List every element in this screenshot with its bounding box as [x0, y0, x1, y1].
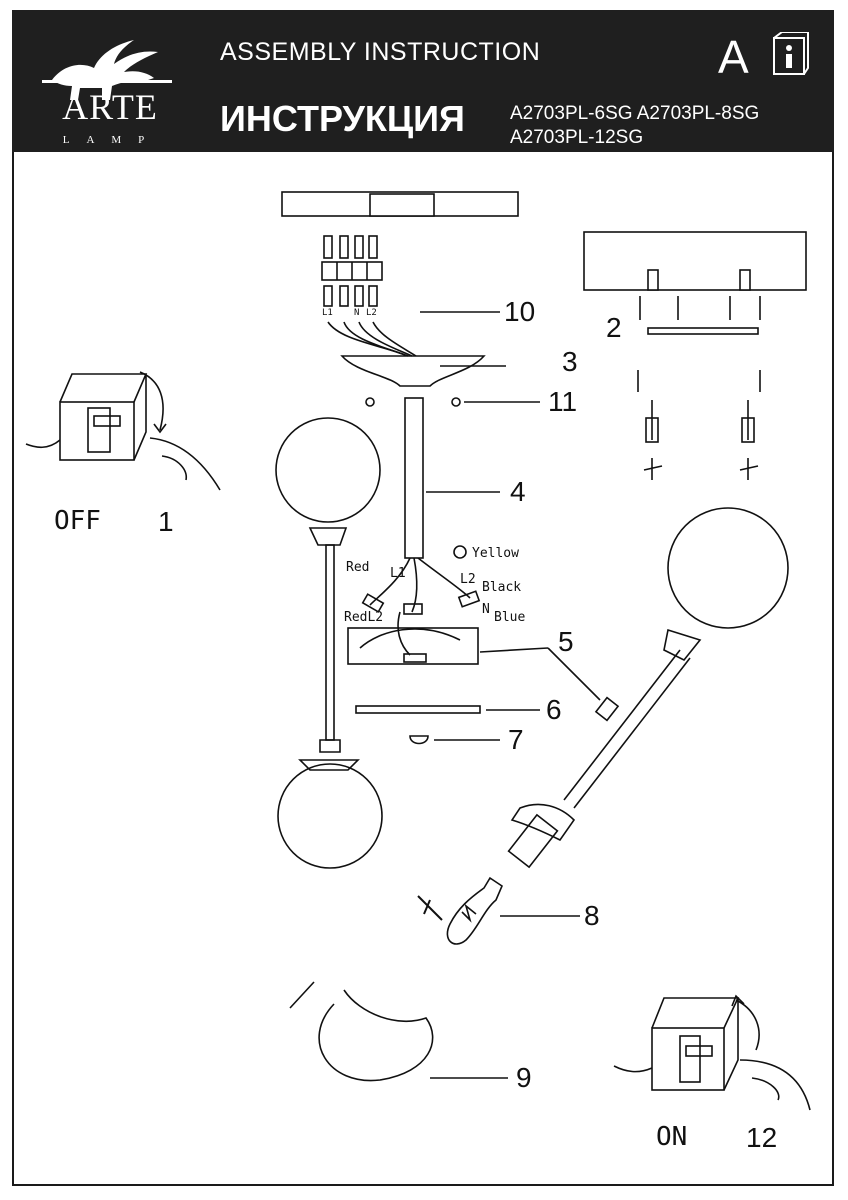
arrow-icon: [289, 981, 315, 1009]
title-english: ASSEMBLY INSTRUCTION: [220, 38, 541, 66]
step-4-number: 4: [510, 476, 526, 507]
power-switch-on: [613, 994, 811, 1111]
wire-label-l2: L2: [460, 572, 476, 587]
models-line-2: A2703PL-12SG: [510, 127, 644, 148]
language-letter: A: [718, 31, 749, 83]
leader-line: [547, 647, 601, 701]
step-7-number: 7: [508, 724, 524, 755]
wire-connector: [403, 603, 423, 615]
canopy: [340, 355, 486, 387]
terminal-label-n: N: [354, 308, 360, 318]
model-numbers: A2703PL-6SG A2703PL-8SG A2703PL-12SG: [510, 102, 759, 150]
wire-label-n: N: [482, 602, 490, 617]
wire-connector: [457, 590, 481, 608]
wire-label-blue: Blue: [494, 610, 526, 625]
step-6-number: 6: [546, 694, 562, 725]
vertical-arm-globes: [275, 417, 383, 869]
ceiling-detail: [583, 231, 807, 480]
glass-globe: [318, 989, 434, 1082]
header-bar: ARTE LAMP ASSEMBLY INSTRUCTION ИНСТРУКЦИ…: [12, 10, 834, 152]
step-9-number: 9: [516, 1062, 532, 1093]
wire-label-red-l2: RedL2: [344, 610, 384, 625]
wire-label-red: Red: [346, 560, 370, 575]
step-3-number: 3: [562, 346, 578, 377]
step-12-number: 12: [746, 1122, 778, 1153]
step-2-number: 2: [606, 312, 622, 343]
ceiling-hatch: [281, 191, 519, 217]
wire-connector: [361, 593, 385, 613]
title-russian: ИНСТРУКЦИЯ: [220, 98, 465, 139]
wire-label-yellow: Yellow: [472, 546, 519, 561]
step-8-number: 8: [584, 900, 600, 931]
step-11-number: 11: [548, 386, 578, 417]
screw-icon: [451, 397, 461, 407]
terminal-label-l1: L1: [322, 308, 333, 318]
end-cap: [409, 735, 429, 745]
power-switch-off: [25, 371, 221, 491]
light-bulb: [417, 876, 503, 945]
models-line-1: A2703PL-6SG A2703PL-8SG: [510, 103, 760, 124]
cover-plate: [355, 705, 481, 714]
leader-line: [479, 647, 549, 653]
step-5-number: 5: [558, 626, 574, 657]
angled-arm: [507, 507, 789, 869]
terminal-block: [321, 235, 417, 357]
info-book-icon: [773, 32, 809, 75]
brand-subtitle: LAMP: [62, 134, 162, 146]
suspension-rod: [404, 397, 424, 559]
junction-box: [347, 627, 479, 665]
wire-label-l1: L1: [390, 566, 406, 581]
terminal-label-l2: L2: [366, 308, 377, 318]
griffin-logo-icon: [42, 40, 172, 100]
on-label: ON: [656, 1122, 688, 1152]
step-10-number: 10: [504, 296, 536, 327]
step-1-number: 1: [158, 506, 174, 537]
screw-icon: [365, 397, 375, 407]
brand-name: ARTE: [62, 87, 158, 127]
off-label: OFF: [54, 506, 101, 536]
wire-label-black: Black: [482, 580, 522, 595]
ground-icon: [453, 545, 467, 559]
